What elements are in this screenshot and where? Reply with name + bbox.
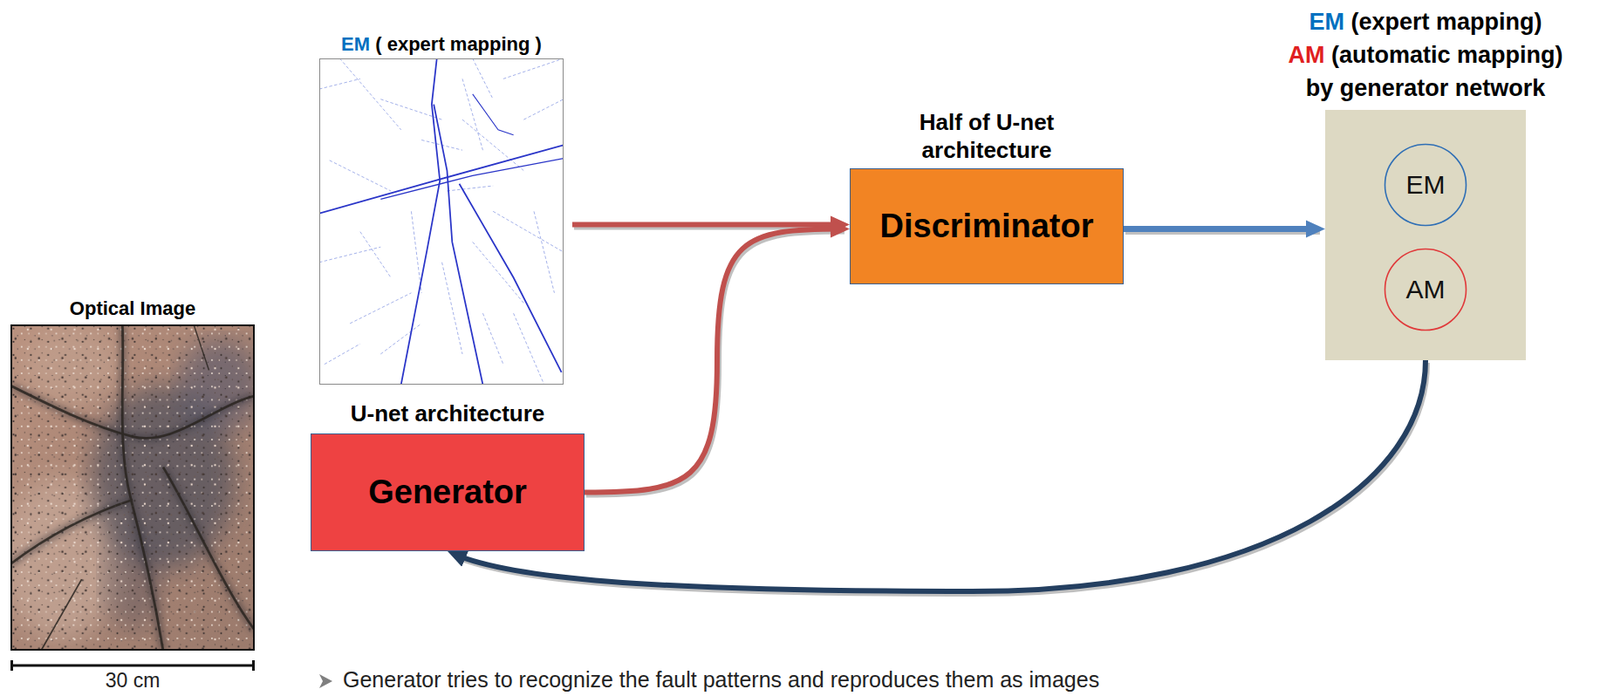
crack	[10, 385, 255, 438]
heading-line: by generator network	[1287, 71, 1563, 105]
scale-bar-tick	[10, 660, 14, 671]
heading-line: EM(expert mapping)	[1287, 5, 1563, 39]
minor-fault	[462, 119, 524, 171]
box-label: Generator	[368, 473, 527, 512]
heading-text: by generator network	[1305, 75, 1546, 102]
heading-text: Half of U-net architecture	[919, 109, 1055, 164]
crack	[10, 385, 255, 438]
expert-map-image: EM( expert mapping )	[319, 58, 564, 385]
box-heading: EM( expert mapping )	[341, 32, 542, 57]
arrow-connector	[572, 222, 843, 228]
scale-bar-tick	[252, 660, 255, 671]
fault-map	[319, 58, 564, 385]
map-ground	[319, 58, 564, 385]
crack	[163, 467, 255, 631]
rock-ground	[10, 324, 255, 651]
scale-bar-line	[10, 664, 255, 668]
box-label-holder: EM	[1383, 143, 1468, 227]
am-circle: AM	[1383, 247, 1468, 332]
bullet-note: Generator tries to recognize the fault p…	[342, 667, 1100, 693]
minor-fault	[523, 99, 564, 120]
minor-fault	[533, 211, 554, 294]
minor-fault	[472, 58, 493, 100]
heading-text: ( expert mapping )	[375, 33, 542, 55]
rock-speckles	[10, 324, 255, 651]
minor-faults	[319, 58, 564, 385]
minor-fault	[324, 343, 361, 364]
box-label-holder: Discriminator	[850, 169, 1123, 284]
heading-text: (expert mapping)	[1351, 8, 1543, 35]
box-heading: U-net architecture	[350, 399, 546, 428]
heading-text: AM	[1287, 41, 1325, 69]
discriminator-box: Half of U-net architectureDiscriminator	[849, 168, 1124, 285]
rock-speckles	[10, 324, 255, 651]
bullet-arrow	[319, 674, 333, 689]
heading-line: EM( expert mapping )	[341, 32, 542, 57]
crack	[41, 579, 83, 651]
minor-fault	[329, 160, 391, 192]
minor-fault	[319, 78, 361, 89]
heading-text: (automatic mapping)	[1331, 41, 1564, 69]
heading-line: U-net architecture	[350, 399, 546, 428]
box-label-holder: AM	[1383, 247, 1468, 332]
box-heading: Half of U-net architecture	[899, 108, 1074, 165]
arrow-connector	[584, 229, 843, 493]
box-label: EM	[1406, 170, 1446, 200]
heading-text: EM	[1308, 8, 1345, 35]
generator-box: U-net architectureGenerator	[310, 433, 585, 552]
heading-line: Half of U-net architecture	[899, 108, 1074, 165]
minor-fault	[492, 211, 564, 253]
minor-fault	[339, 58, 401, 130]
minor-fault	[319, 246, 381, 263]
crack	[10, 499, 133, 565]
heading-line: AM(automatic mapping)	[1287, 38, 1563, 72]
box-heading: Optical Image	[69, 296, 196, 322]
major-fault	[472, 94, 514, 136]
arrow-connector	[453, 360, 1426, 592]
crack	[163, 467, 255, 631]
major-fault	[433, 104, 483, 385]
crack	[193, 324, 210, 371]
major-fault	[319, 144, 564, 213]
minor-fault	[349, 293, 411, 324]
minor-fault	[410, 211, 422, 294]
crack	[122, 324, 164, 651]
em-circle: EM	[1383, 143, 1468, 227]
heading-text: EM	[341, 33, 370, 55]
heading-text: Optical Image	[69, 297, 196, 320]
crack	[10, 499, 133, 565]
minor-fault	[360, 232, 391, 279]
minor-fault	[446, 185, 493, 192]
rock-crack-halo	[10, 324, 255, 651]
box-label: Discriminator	[880, 207, 1095, 246]
major-fault	[458, 184, 561, 373]
minor-fault	[462, 78, 483, 151]
minor-fault	[513, 313, 545, 385]
connector-shadow	[455, 362, 1428, 595]
box-label: AM	[1406, 274, 1446, 305]
rock-cracks	[10, 324, 255, 651]
output-panel: EM(expert mapping)AM(automatic mapping)b…	[1325, 109, 1526, 361]
box-heading: EM(expert mapping)AM(automatic mapping)b…	[1287, 5, 1563, 105]
crack	[122, 324, 164, 651]
circle-outline	[1385, 144, 1467, 226]
minor-fault	[482, 313, 503, 364]
heading-line: Optical Image	[69, 296, 196, 322]
arrow-connector	[1123, 225, 1319, 233]
optical-image: Optical Image	[10, 324, 255, 651]
major-fault	[380, 158, 564, 200]
minor-fault	[380, 323, 422, 355]
box-label-holder: Generator	[311, 434, 584, 551]
heading-text: U-net architecture	[350, 400, 546, 427]
rock-photo	[10, 324, 255, 651]
minor-fault	[503, 58, 564, 79]
major-faults	[319, 58, 564, 385]
circle-outline	[1385, 249, 1467, 331]
dimension-label: 30 cm	[105, 669, 161, 693]
